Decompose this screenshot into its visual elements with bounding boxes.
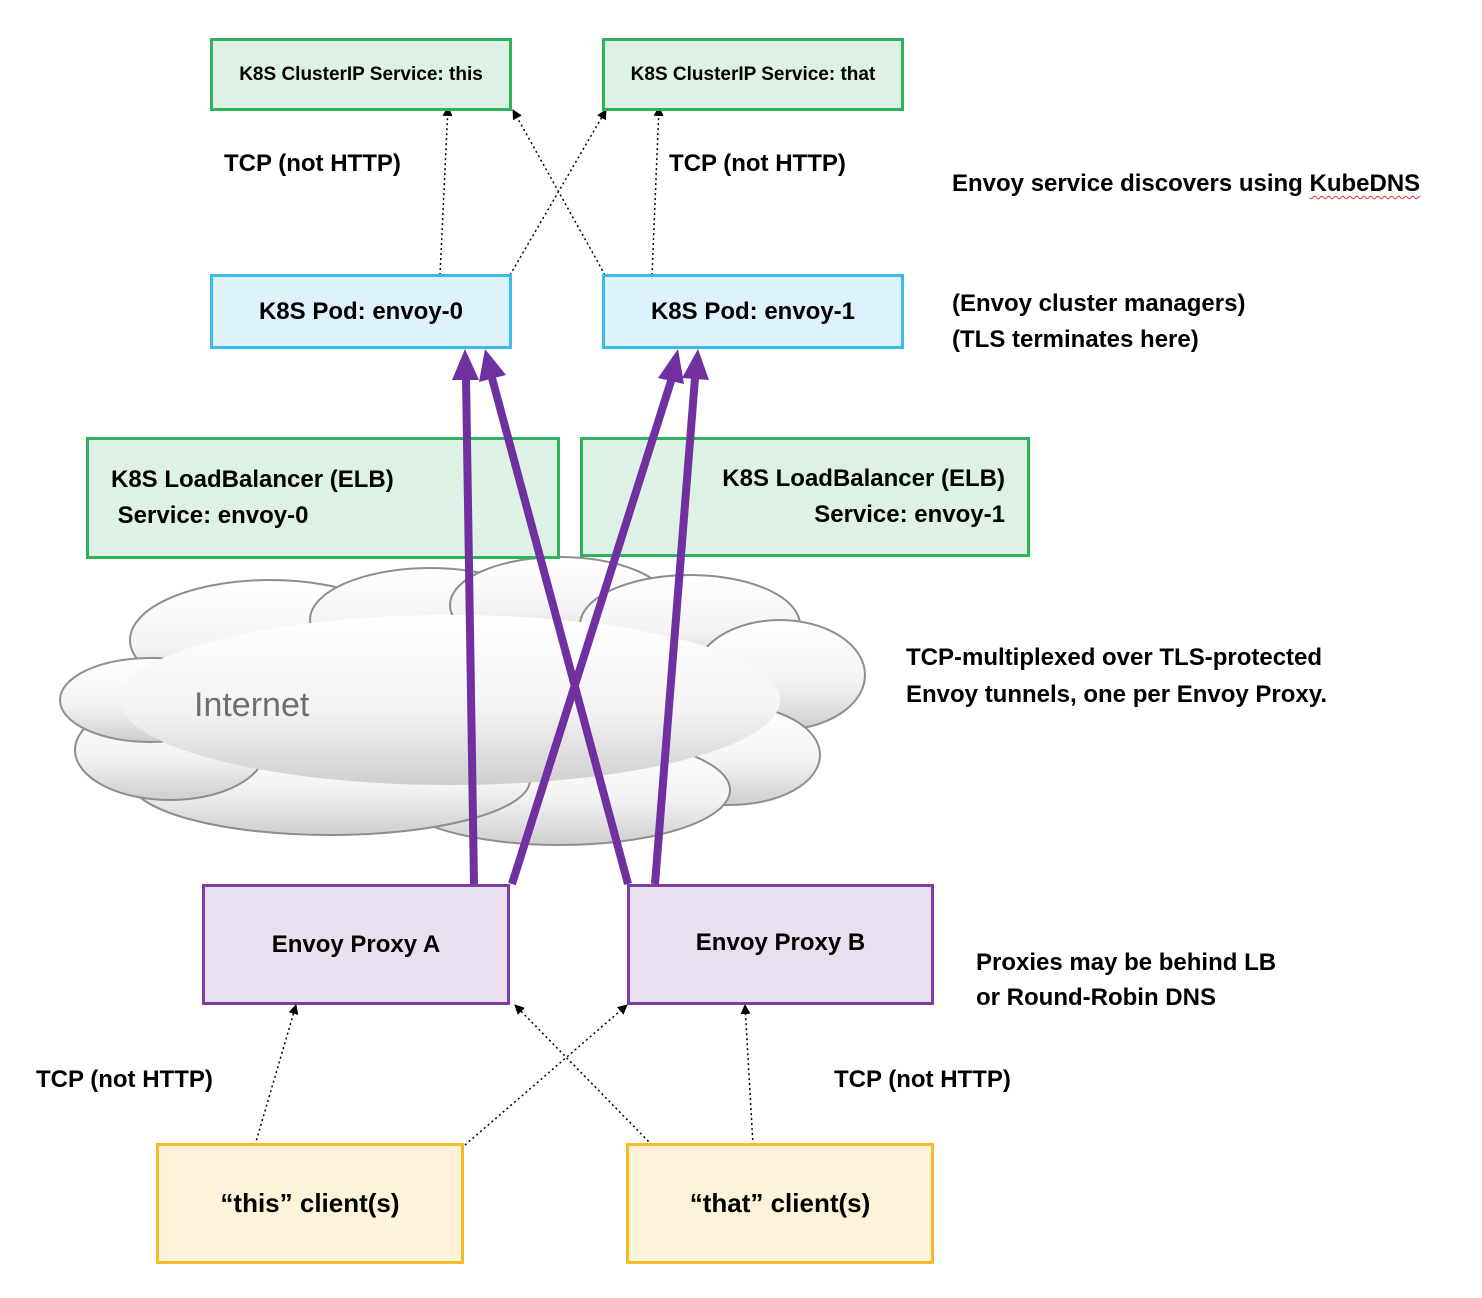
edge-label-top-left: TCP (not HTTP) xyxy=(224,150,401,177)
loadbalancer-envoy-0: K8S LoadBalancer (ELB) Service: envoy-0 xyxy=(86,437,560,559)
pod-envoy-1: K8S Pod: envoy-1 xyxy=(602,274,904,349)
internet-cloud xyxy=(59,556,866,846)
that-client: “that” client(s) xyxy=(626,1143,934,1264)
annotation-proxies-line1: Proxies may be behind LB xyxy=(976,949,1277,976)
envoy-proxy-b: Envoy Proxy B xyxy=(627,884,934,1005)
annotation-tunnels-line2: Envoy tunnels, one per Envoy Proxy. xyxy=(906,681,1327,708)
client-to-proxy-arrows xyxy=(254,1004,754,1146)
clusterip-service-this: K8S ClusterIP Service: this xyxy=(210,38,512,111)
this-client-label: “this” client(s) xyxy=(220,1188,400,1218)
annotation-tls-terminates: (TLS terminates here) xyxy=(952,326,1199,353)
annotation-proxies-line2: or Round-Robin DNS xyxy=(976,984,1216,1011)
arrow-that-client-to-proxy-a xyxy=(514,1004,653,1146)
annotation-tunnels-line1: TCP-multiplexed over TLS-protected xyxy=(906,644,1323,671)
clusterip-service-that: K8S ClusterIP Service: that xyxy=(602,38,904,111)
loadbalancer-envoy-0-title: K8S LoadBalancer (ELB) xyxy=(111,466,394,493)
that-client-label: “that” client(s) xyxy=(689,1188,871,1218)
annotation-service-discovery: Envoy service discovers using KubeDNS xyxy=(952,166,1420,202)
annotation-kubedns: KubeDNS xyxy=(1309,170,1421,197)
annotation-cluster-managers: (Envoy cluster managers) xyxy=(952,290,1246,317)
arrow-this-client-to-proxy-b xyxy=(464,1004,628,1146)
pod-envoy-0-label: K8S Pod: envoy-0 xyxy=(258,297,464,325)
arrow-envoy1-to-this xyxy=(512,109,606,276)
pod-to-service-arrows xyxy=(439,106,664,276)
loadbalancer-envoy-1-service: Service: envoy-1 xyxy=(814,501,1005,528)
pod-envoy-0: K8S Pod: envoy-0 xyxy=(210,274,512,349)
loadbalancer-envoy-1-title: K8S LoadBalancer (ELB) xyxy=(722,465,1005,492)
envoy-proxy-b-label: Envoy Proxy B xyxy=(695,929,866,956)
edge-label-bottom-right: TCP (not HTTP) xyxy=(834,1066,1011,1093)
edge-label-top-right: TCP (not HTTP) xyxy=(669,150,846,177)
envoy-proxy-a-label: Envoy Proxy A xyxy=(271,930,441,958)
pod-envoy-1-label: K8S Pod: envoy-1 xyxy=(650,297,856,325)
annotation-service-discovery-text: Envoy service discovers using xyxy=(952,170,1310,197)
loadbalancer-envoy-0-service: Service: envoy-0 xyxy=(111,502,309,529)
envoy-proxy-a: Envoy Proxy A xyxy=(202,884,510,1005)
edge-label-bottom-left: TCP (not HTTP) xyxy=(36,1066,213,1093)
arrow-envoy0-to-that xyxy=(509,109,607,276)
internet-label: Internet xyxy=(194,686,310,724)
arrow-envoy0-to-this xyxy=(439,106,453,276)
arrow-envoy1-to-that xyxy=(651,106,664,276)
arrow-that-client-to-proxy-b xyxy=(740,1004,754,1146)
clusterip-service-this-label: K8S ClusterIP Service: this xyxy=(239,63,483,85)
this-client: “this” client(s) xyxy=(156,1143,464,1264)
arrow-this-client-to-proxy-a xyxy=(254,1004,299,1146)
clusterip-service-that-label: K8S ClusterIP Service: that xyxy=(630,63,876,85)
loadbalancer-envoy-1: K8S LoadBalancer (ELB) Service: envoy-1 xyxy=(580,437,1030,557)
